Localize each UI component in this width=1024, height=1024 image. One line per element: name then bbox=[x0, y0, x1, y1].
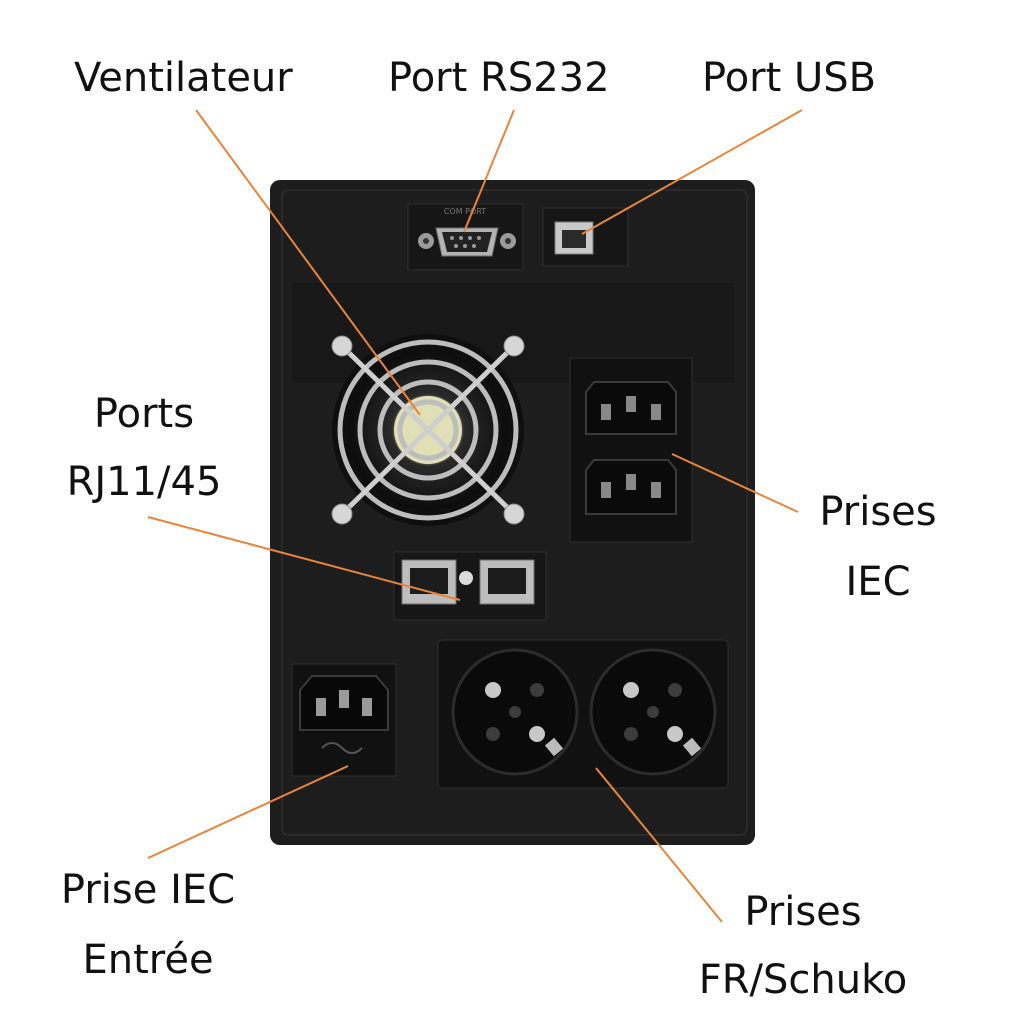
label-prises-iec-line2: IEC bbox=[845, 559, 911, 605]
leader-ventilateur bbox=[195, 109, 421, 416]
usb-port bbox=[542, 207, 629, 267]
label-prises-iec-line1: Prises bbox=[819, 489, 937, 535]
label-ventilateur: Ventilateur bbox=[74, 55, 293, 101]
label-prise-iec-entree-line1: Prise IEC bbox=[60, 867, 236, 913]
label-port-usb: Port USB bbox=[702, 55, 877, 101]
cooling-fan bbox=[331, 334, 525, 526]
leader-iec-out bbox=[671, 453, 799, 513]
leader-rj bbox=[147, 516, 461, 601]
iec-inlet bbox=[291, 663, 397, 777]
iec-outlets bbox=[569, 357, 693, 543]
leader-rs232 bbox=[463, 109, 515, 233]
label-ports-rj-line2: RJ11/45 bbox=[66, 459, 222, 505]
leader-usb bbox=[581, 109, 803, 235]
label-ports-rj-line1: Ports bbox=[93, 391, 195, 437]
comport-mark: COM PORT bbox=[444, 207, 486, 216]
label-port-rs232: Port RS232 bbox=[388, 55, 610, 101]
leader-lines bbox=[147, 109, 803, 923]
leader-schuko bbox=[595, 767, 723, 923]
label-prise-iec-entree-line2: Entrée bbox=[82, 937, 214, 983]
rs232-port: COM PORT bbox=[407, 203, 524, 271]
rj11-45-ports bbox=[393, 551, 547, 621]
leader-iec-in bbox=[147, 765, 349, 859]
schuko-outlets bbox=[437, 639, 729, 789]
label-prises-schuko-line2: FR/Schuko bbox=[698, 957, 908, 1003]
label-prises-schuko-line1: Prises bbox=[744, 889, 862, 935]
